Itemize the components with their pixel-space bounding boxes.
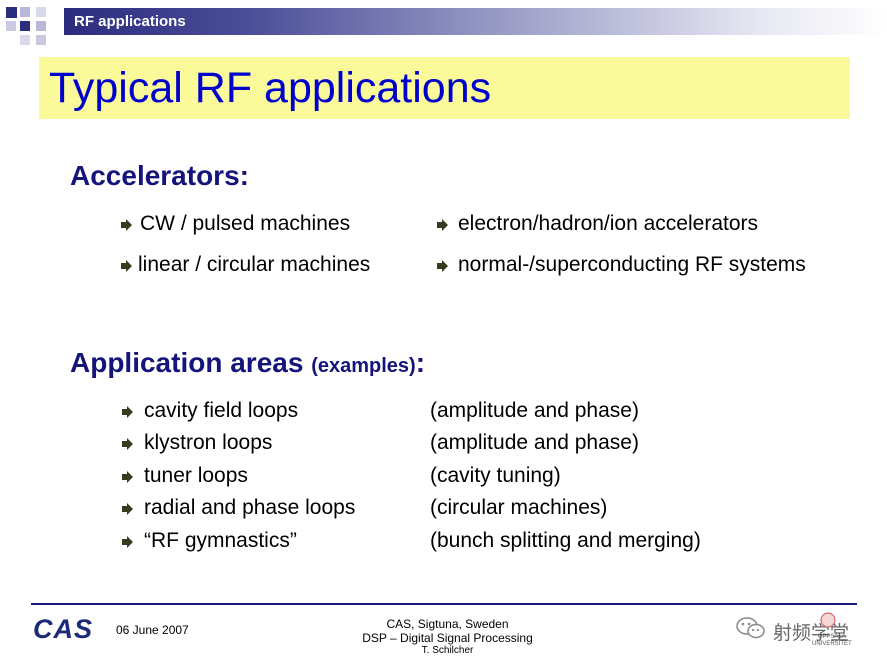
university-line: UPPSALA — [817, 634, 846, 640]
decor-square-3 — [36, 7, 46, 17]
watermark-text: 射频学堂 — [773, 622, 850, 644]
arrow-bullet-icon — [122, 471, 133, 483]
application-area-name: tuner loops — [144, 464, 248, 487]
decor-square-8 — [36, 35, 46, 45]
cas-logo: CAS — [33, 614, 94, 644]
accelerators-heading: Accelerators: — [70, 160, 249, 191]
application-area-note: (bunch splitting and merging) — [430, 529, 701, 552]
application-area-note: (amplitude and phase) — [430, 399, 639, 422]
university-name: UPPSALA UNIVERSITET — [812, 634, 852, 648]
arrow-bullet-icon — [121, 219, 132, 231]
application-area-name: cavity field loops — [144, 399, 299, 422]
accelerators-left-item: linear / circular machines — [138, 253, 371, 276]
arrow-bullet-icon — [122, 406, 133, 418]
decor-square-5 — [6, 21, 16, 31]
header-label: RF applications — [74, 13, 186, 30]
decor-square-6 — [36, 21, 46, 31]
uppsala-seal-icon — [820, 612, 836, 628]
decor-square-1 — [6, 7, 17, 18]
accelerators-left-item: CW / pulsed machines — [140, 212, 351, 235]
footer-author: T. Schilcher — [421, 645, 474, 656]
arrow-bullet-icon — [122, 536, 133, 548]
arrow-bullet-icon — [121, 260, 132, 272]
application-areas-heading-suffix: (examples) — [311, 355, 416, 377]
title-box — [39, 57, 850, 119]
slide-title: Typical RF applications — [49, 64, 492, 112]
footer-course: DSP – Digital Signal Processing — [362, 631, 533, 645]
wechat-icon — [736, 617, 765, 639]
application-areas-heading: Application areas (examples): — [70, 347, 425, 379]
accelerators-right-item: normal-/superconducting RF systems — [458, 253, 806, 276]
header-bar — [64, 8, 887, 35]
application-area-note: (circular machines) — [430, 496, 608, 519]
university-line: UNIVERSITET — [812, 641, 852, 647]
accelerators-right-item: electron/hadron/ion accelerators — [458, 212, 759, 235]
application-area-name: klystron loops — [144, 431, 273, 454]
application-area-note: (cavity tuning) — [430, 464, 561, 487]
application-area-name: radial and phase loops — [144, 496, 356, 519]
arrow-bullet-icon — [437, 219, 448, 231]
arrow-bullet-icon — [122, 503, 133, 515]
footer-divider — [31, 603, 857, 605]
application-area-note: (amplitude and phase) — [430, 431, 639, 454]
footer-venue: CAS, Sigtuna, Sweden — [386, 617, 509, 631]
application-areas-heading-colon: : — [415, 347, 426, 378]
decor-square-7 — [20, 35, 30, 45]
application-area-name: “RF gymnastics” — [144, 529, 297, 552]
decor-square-4 — [20, 21, 30, 31]
footer-date: 06 June 2007 — [116, 623, 189, 637]
decor-square-2 — [20, 7, 30, 17]
application-areas-heading-text: Application areas — [70, 347, 304, 378]
arrow-bullet-icon — [122, 438, 133, 450]
arrow-bullet-icon — [437, 260, 448, 272]
